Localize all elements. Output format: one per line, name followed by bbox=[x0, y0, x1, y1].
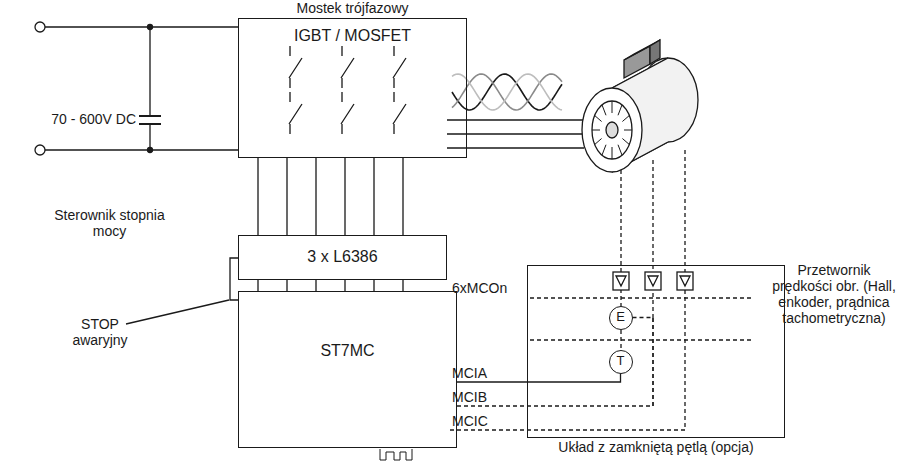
supply-wire bbox=[45, 27, 238, 150]
driver-box: 3 x L6386 bbox=[238, 235, 447, 280]
signal-name: 6xMCOn bbox=[452, 280, 522, 296]
terminal bbox=[35, 22, 45, 32]
gate-wires bbox=[258, 158, 403, 235]
switch-symbol bbox=[289, 46, 302, 88]
motor-illustration bbox=[582, 40, 698, 172]
box-label: ST7MC bbox=[239, 342, 456, 360]
box-label: E bbox=[616, 310, 625, 325]
supply-voltage: 70 - 600V DC bbox=[40, 111, 136, 127]
capacitor-wire bbox=[149, 27, 150, 150]
encoder-circle: E bbox=[609, 306, 633, 330]
signal-wire bbox=[447, 429, 685, 430]
phase-wire bbox=[447, 120, 586, 148]
switch-symbol bbox=[289, 92, 302, 134]
tacho-circle: T bbox=[609, 350, 633, 374]
signal-name: MCIC bbox=[452, 413, 512, 429]
sine-wave bbox=[452, 74, 562, 110]
box-label: 3 x L6386 bbox=[307, 248, 377, 266]
sensor-internals bbox=[530, 150, 752, 430]
driver-caption: Sterownik stopnia mocy bbox=[52, 207, 167, 239]
switch-symbols bbox=[289, 46, 406, 134]
stop-label: STOP awaryjny bbox=[60, 316, 140, 348]
junction-dot bbox=[148, 25, 153, 30]
switch-symbol bbox=[393, 46, 406, 88]
sensor-box: Układ z zamkniętą pętlą (opcja)ET bbox=[527, 265, 785, 438]
stop-bracket bbox=[230, 258, 238, 300]
switch-symbol bbox=[341, 92, 354, 134]
box-heading: Mostek trójfazowy bbox=[239, 0, 466, 16]
crystal-symbol bbox=[380, 449, 412, 460]
box-label: T bbox=[617, 354, 625, 369]
switch-symbol bbox=[393, 92, 406, 134]
box-heading: Układ z zamkniętą pętlą (opcja) bbox=[518, 439, 794, 455]
sine-wave bbox=[452, 74, 562, 110]
sensor-caption: Przetwornik prędkości obr. (Hall, enkode… bbox=[770, 262, 898, 326]
controller-box: ST7MC bbox=[238, 291, 457, 448]
box-label: IGBT / MOSFET bbox=[239, 27, 466, 45]
sine-wave bbox=[452, 74, 562, 110]
power-bridge-box: Mostek trójfazowyIGBT / MOSFET bbox=[238, 18, 467, 158]
pwm-wires bbox=[258, 280, 403, 291]
terminal bbox=[35, 145, 45, 155]
leader-line bbox=[126, 300, 229, 324]
capacitor-symbol bbox=[139, 116, 161, 124]
junction-dot bbox=[148, 148, 153, 153]
switch-symbol bbox=[341, 46, 354, 88]
signal-name: MCIA bbox=[452, 365, 487, 381]
signal-name: MCIB bbox=[452, 389, 487, 405]
sine-waves bbox=[452, 74, 562, 110]
